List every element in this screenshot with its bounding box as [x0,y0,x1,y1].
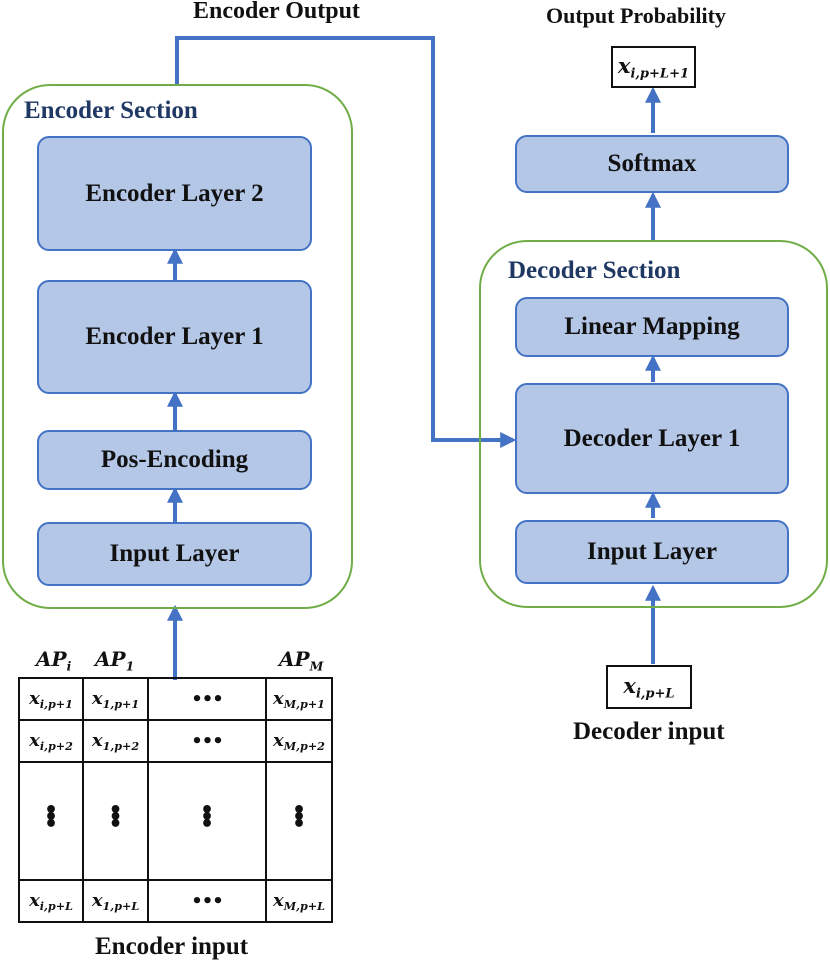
output-probability-label: Output Probability [546,3,726,28]
table-cell-row-p-plus-1-ellipsis: ••• [147,677,267,721]
column-header-ap-m: APM [279,647,324,674]
softmax-block: Softmax [515,135,789,193]
decoder-section-title: Decoder Section [508,257,681,284]
cell-variable: x1,p+1 [91,687,140,711]
decoder-section [479,240,828,608]
table-cell-row-p-plus-l-ap-m: xM,p+L [265,879,333,923]
table-cell-row-p-plus-1-ap-1: x1,p+1 [82,677,149,721]
table-cell-row-ellipsis-ap-m: ••• [265,761,333,881]
table-cell-row-p-plus-1-ap-i: xi,p+1 [18,677,84,721]
decoder-input-variable: xi,p+L [623,672,675,702]
output-variable-box: xi,p+L+1 [611,46,696,88]
encoder-section-title: Encoder Section [24,97,198,124]
table-row-row-p-plus-1: xi,p+1 x1,p+1 •••xM,p+1 [18,677,333,721]
encoder-input-label: Encoder input [95,933,249,960]
cell-variable: xM,p+1 [273,687,325,711]
cell-variable: xM,p+2 [273,729,325,753]
cell-variable: xi,p+2 [29,729,73,753]
cell-variable: x1,p+2 [91,729,140,753]
decoder-input-variable-box: xi,p+L [606,665,692,709]
cell-variable: xi,p+L [29,889,73,913]
table-row-row-p-plus-2: xi,p+2 x1,p+2 •••xM,p+2 [18,719,333,763]
table-cell-row-p-plus-2-ap-m: xM,p+2 [265,719,333,763]
table-cell-row-p-plus-l-ap-i: xi,p+L [18,879,84,923]
table-cell-row-p-plus-l-ap-1: x1,p+L [82,879,149,923]
decoder-input-layer-block: Input Layer [515,520,789,584]
linear-mapping-block: Linear Mapping [515,297,789,357]
pos-encoding-block: Pos-Encoding [37,430,312,490]
table-cell-row-p-plus-1-ap-m: xM,p+1 [265,677,333,721]
table-cell-row-p-plus-l-ellipsis: ••• [147,879,267,923]
vertical-ellipsis-icon: ••• [291,797,307,837]
table-row-row-ellipsis: ••• ••• ••• ••• [18,761,333,881]
vertical-ellipsis-icon: ••• [108,797,123,837]
encoder-input-layer-block: Input Layer [37,522,312,586]
decoder-layer-1-block: Decoder Layer 1 [515,383,789,494]
cell-variable: xM,p+L [273,889,325,913]
vertical-ellipsis-icon: ••• [43,797,59,837]
table-row-row-p-plus-l: xi,p+L x1,p+L •••xM,p+L [18,879,333,923]
decoder-input-label: Decoder input [573,718,725,745]
encoder-output-label: Encoder Output [193,0,360,24]
table-cell-row-ellipsis-ap-i: ••• [18,761,84,881]
encoder-layer-1-block: Encoder Layer 1 [37,280,312,394]
output-variable: xi,p+L+1 [617,52,690,82]
table-cell-row-p-plus-2-ap-i: xi,p+2 [18,719,84,763]
encoder-output-connector [175,36,517,448]
table-cell-row-ellipsis-ellipsis: ••• [147,761,267,881]
cell-variable: xi,p+1 [29,687,73,711]
encoder-layer-2-block: Encoder Layer 2 [37,136,312,251]
cell-variable: x1,p+L [91,889,140,913]
vertical-ellipsis-icon: ••• [199,797,215,837]
table-cell-row-ellipsis-ap-1: ••• [82,761,149,881]
column-header-ap-1: AP1 [95,647,135,674]
column-header-ap-i: APi [36,647,72,674]
encoder-section [2,84,353,609]
table-cell-row-p-plus-2-ellipsis: ••• [147,719,267,763]
table-cell-row-p-plus-2-ap-1: x1,p+2 [82,719,149,763]
